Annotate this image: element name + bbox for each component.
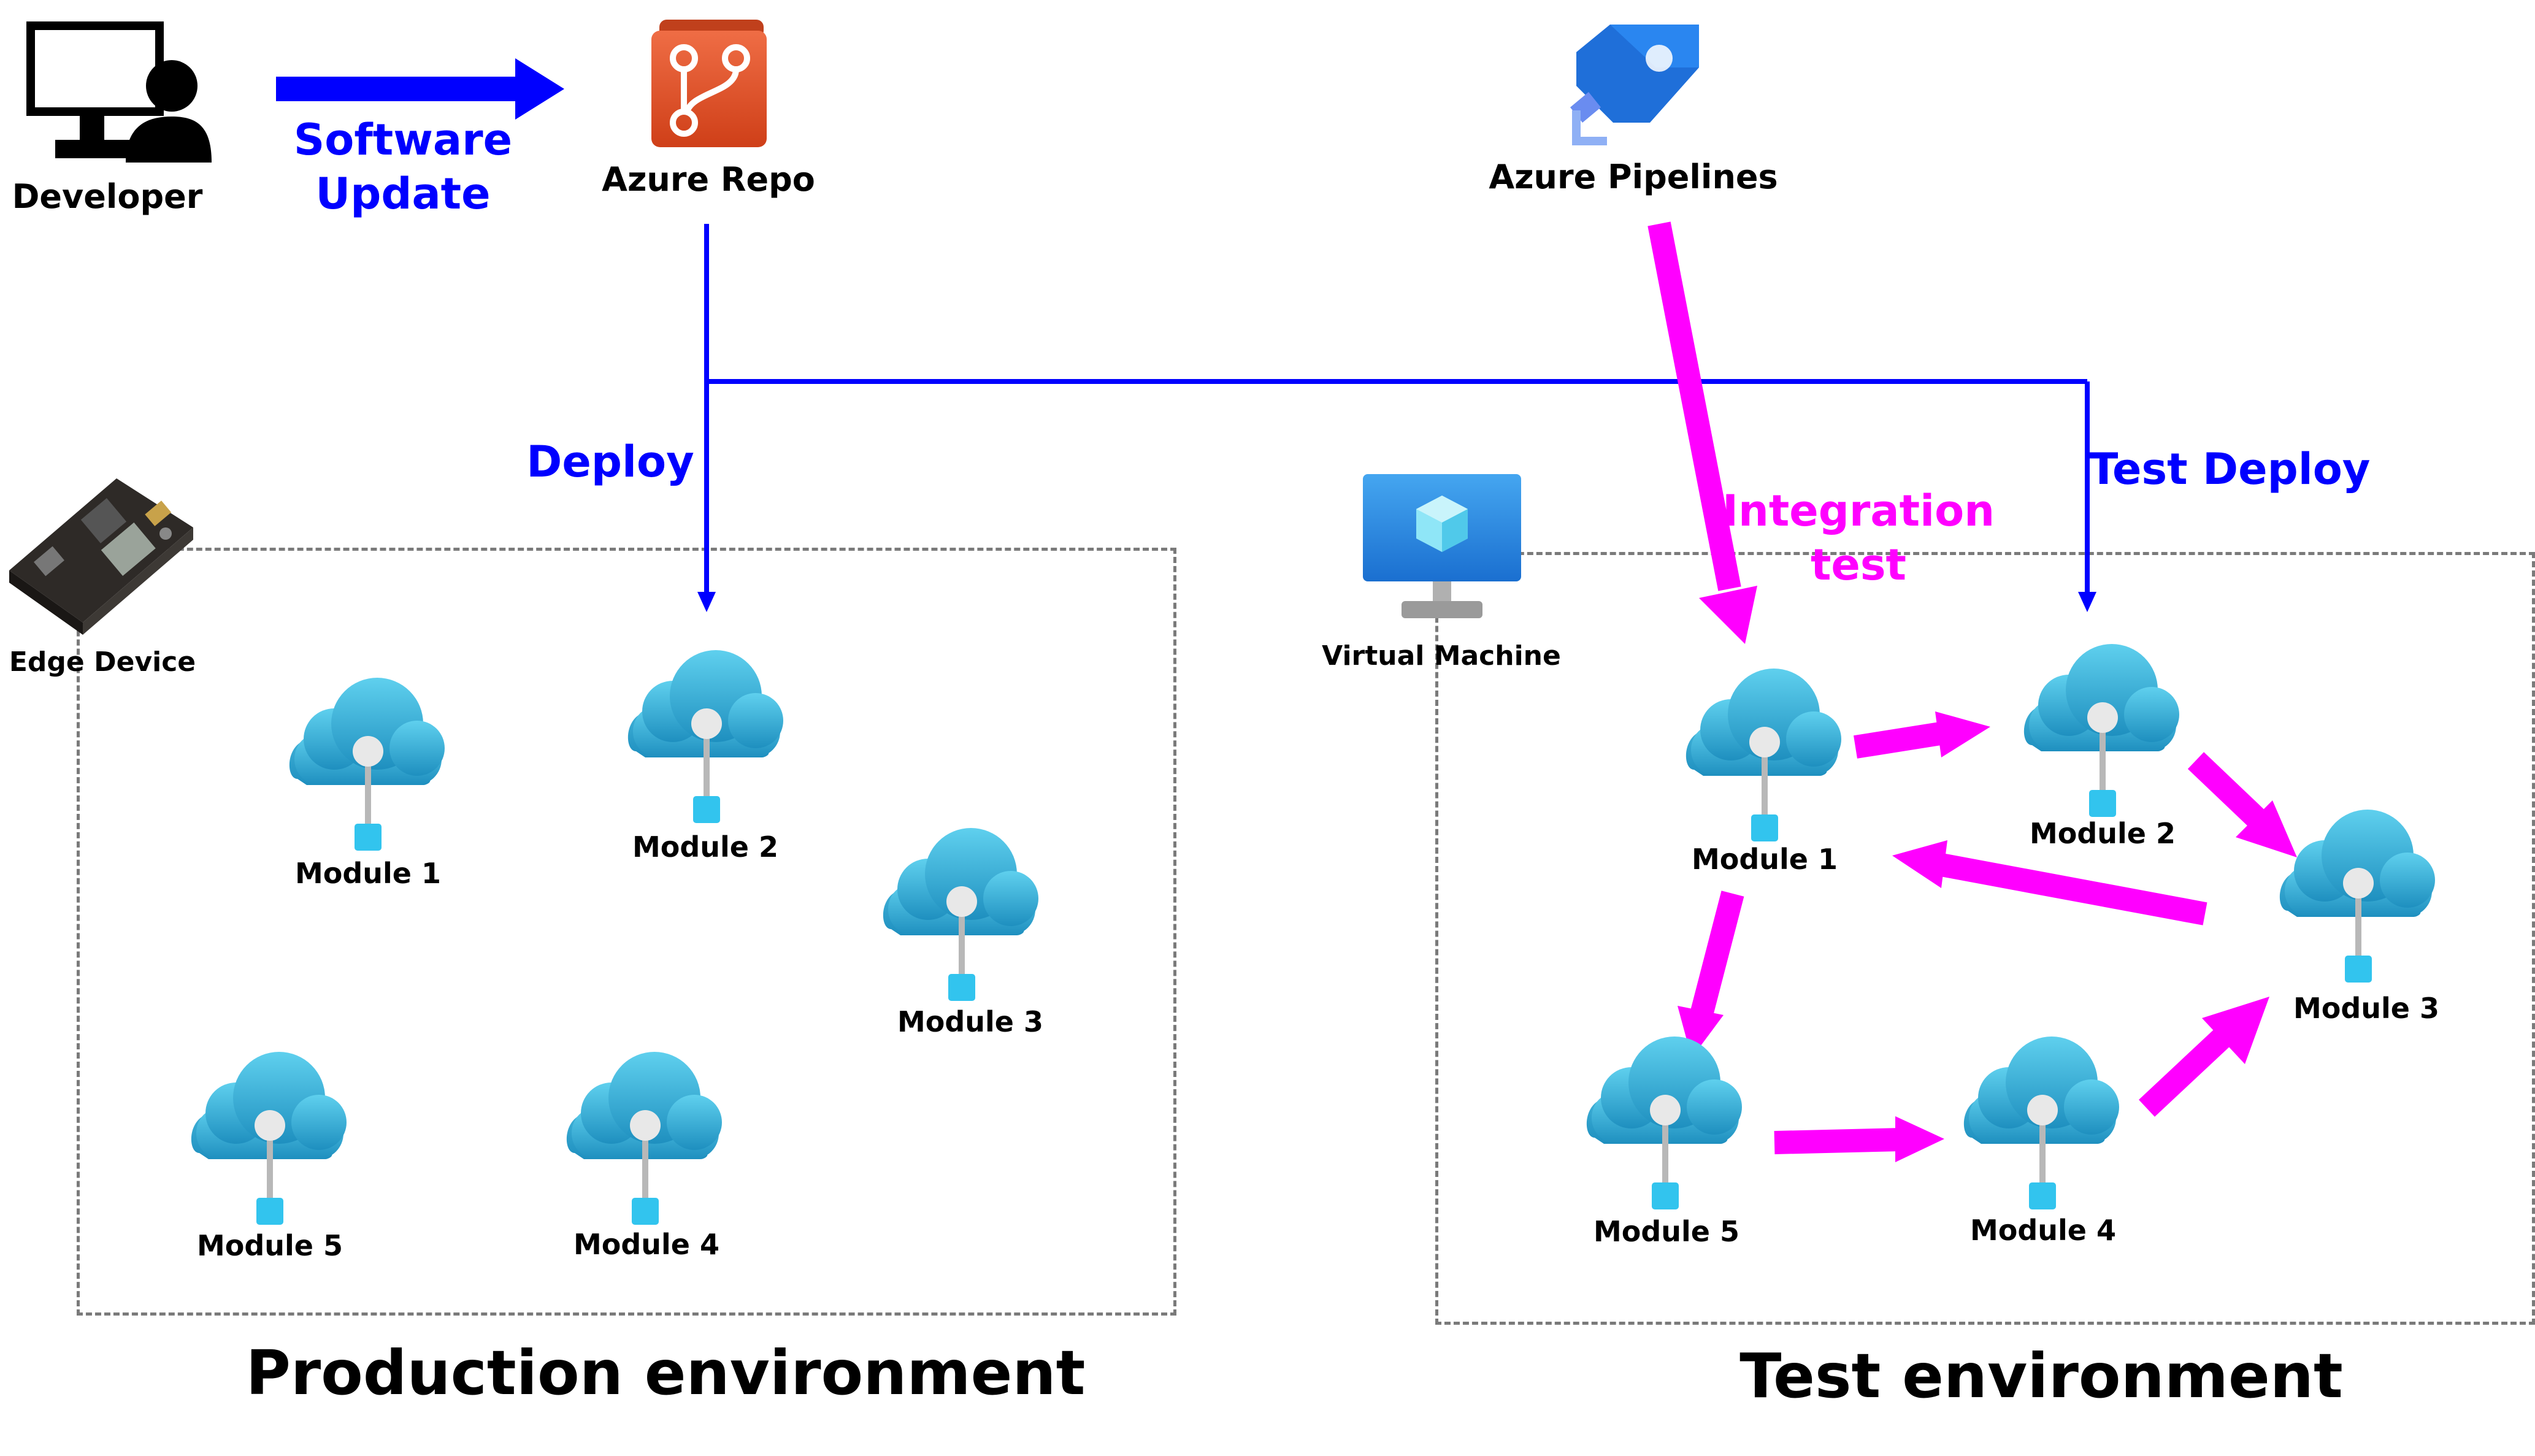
test-module-4-icon: [1964, 1036, 2119, 1209]
test-module-2-label: Module 2: [2029, 817, 2176, 850]
test-deploy-arrowhead: [2078, 592, 2096, 612]
test-module-3-label: Module 3: [2293, 992, 2440, 1025]
developer-icon: [26, 21, 212, 163]
production-module-1-icon: [290, 678, 445, 851]
production-module-icons: [191, 650, 1038, 1225]
production-module-5-icon: [191, 1052, 347, 1225]
production-module-2-label: Module 2: [632, 830, 779, 864]
test-deploy-label: Test Deploy: [2088, 444, 2371, 494]
production-module-5-label: Module 5: [196, 1229, 343, 1262]
integration-test-line-1: Integration: [1722, 486, 1995, 536]
software-update-line-1: Software: [293, 115, 513, 165]
deploy-connector: [704, 224, 2090, 595]
integration-test-label: Integration test: [1722, 485, 1995, 592]
test-flow-arrows: [1678, 711, 2297, 1162]
production-module-4-label: Module 4: [573, 1228, 720, 1261]
azure-repo-icon: [651, 20, 767, 147]
test-environment-title: Test environment: [1739, 1340, 2343, 1412]
production-module-4-icon: [567, 1052, 722, 1225]
integration-test-line-2: test: [1810, 539, 1907, 590]
software-update-line-2: Update: [315, 168, 491, 219]
deploy-arrowhead: [697, 592, 716, 612]
software-update-label: Software Update: [294, 113, 512, 221]
production-module-3-label: Module 3: [897, 1005, 1044, 1038]
test-environment-box: [1435, 552, 2535, 1325]
integration-test-arrow: [1647, 221, 1757, 644]
edge-device-icon: [9, 478, 193, 635]
test-module-4-label: Module 4: [1969, 1214, 2117, 1247]
virtual-machine-icon: [1363, 474, 1521, 618]
test-module-5-icon: [1587, 1036, 1742, 1209]
test-module-1-icon: [1686, 669, 1841, 841]
test-module-1-label: Module 1: [1691, 843, 1838, 876]
edge-device-label: Edge Device: [9, 646, 196, 678]
developer-label: Developer: [12, 177, 203, 216]
production-module-2-icon: [628, 650, 783, 823]
production-module-1-label: Module 1: [294, 857, 442, 890]
test-module-3-icon: [2280, 810, 2435, 983]
test-module-5-label: Module 5: [1593, 1215, 1740, 1248]
virtual-machine-label: Virtual Machine: [1322, 640, 1561, 672]
production-environment-box: [77, 548, 1176, 1316]
azure-repo-label: Azure Repo: [602, 160, 815, 199]
azure-pipelines-label: Azure Pipelines: [1489, 158, 1778, 196]
azure-pipelines-icon: [1570, 25, 1699, 145]
deploy-label: Deploy: [526, 437, 694, 487]
software-update-arrow: [276, 58, 564, 120]
production-module-3-icon: [883, 828, 1038, 1001]
production-environment-title: Production environment: [245, 1337, 1086, 1409]
test-module-2-icon: [2024, 644, 2179, 817]
